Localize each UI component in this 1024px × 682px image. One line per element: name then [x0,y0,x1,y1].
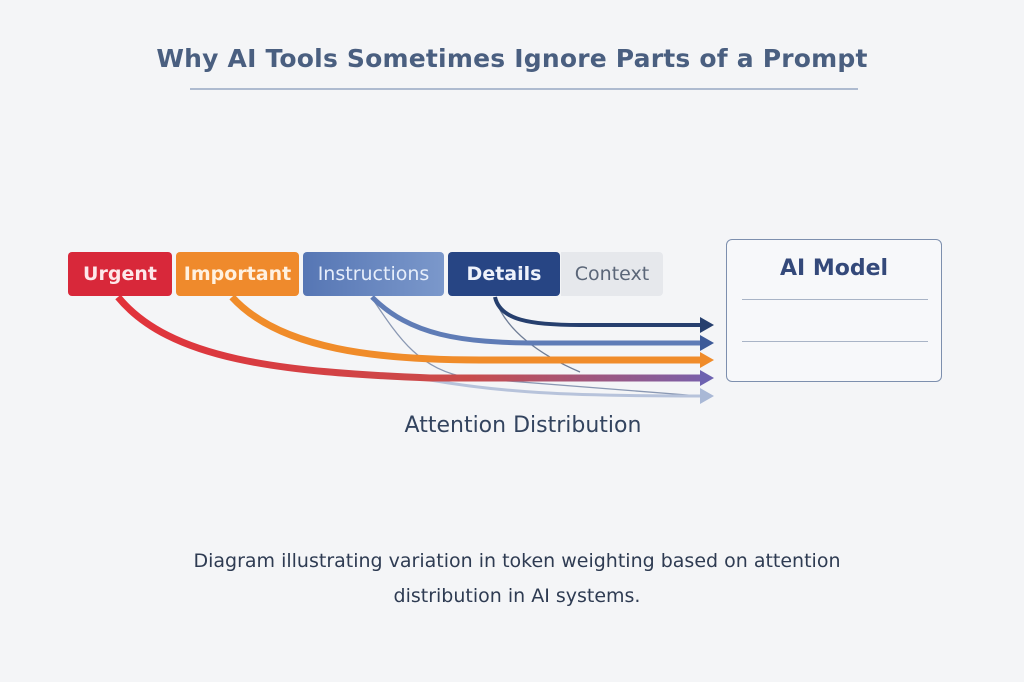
token-urgent-label: Urgent [83,263,157,285]
ai-model-title: AI Model [779,256,889,281]
token-important-label: Important [183,263,292,285]
caption-line-2: distribution in AI systems. [393,585,641,607]
attention-distribution-label: Attention Distribution [404,413,642,438]
figure-caption: Diagram illustrating variation in token … [0,544,1024,614]
model-divider [742,299,928,300]
token-context: Context [561,252,663,296]
token-context-label: Context [574,263,650,285]
token-details-label: Details [466,263,542,285]
token-instructions-label: Instructions [317,263,430,285]
caption-line-1: Diagram illustrating variation in token … [193,550,841,572]
diagram-title: Why AI Tools Sometimes Ignore Parts of a… [156,44,868,73]
model-divider [742,341,928,342]
ai-model-box: AI Model [726,239,942,382]
title-underline [190,88,858,90]
token-instructions: Instructions [303,252,444,296]
token-urgent: Urgent [68,252,172,296]
token-important: Important [176,252,299,296]
token-details: Details [448,252,560,296]
